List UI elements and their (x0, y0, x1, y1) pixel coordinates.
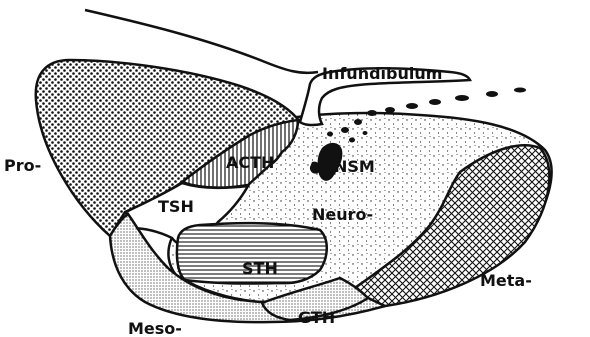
label-tsh: TSH (158, 197, 194, 216)
label-neuro: Neuro- (312, 205, 373, 224)
label-sth: STH (242, 259, 278, 278)
label-infundibulum: Infundibulum (322, 64, 442, 83)
label-acth: ACTH (226, 153, 274, 172)
label-pro: Pro- (4, 156, 41, 175)
label-nsm: NSM (334, 157, 375, 176)
label-meso: Meso- (128, 319, 182, 337)
label-gth: GTH (298, 308, 335, 327)
label-meta: Meta- (480, 271, 532, 290)
